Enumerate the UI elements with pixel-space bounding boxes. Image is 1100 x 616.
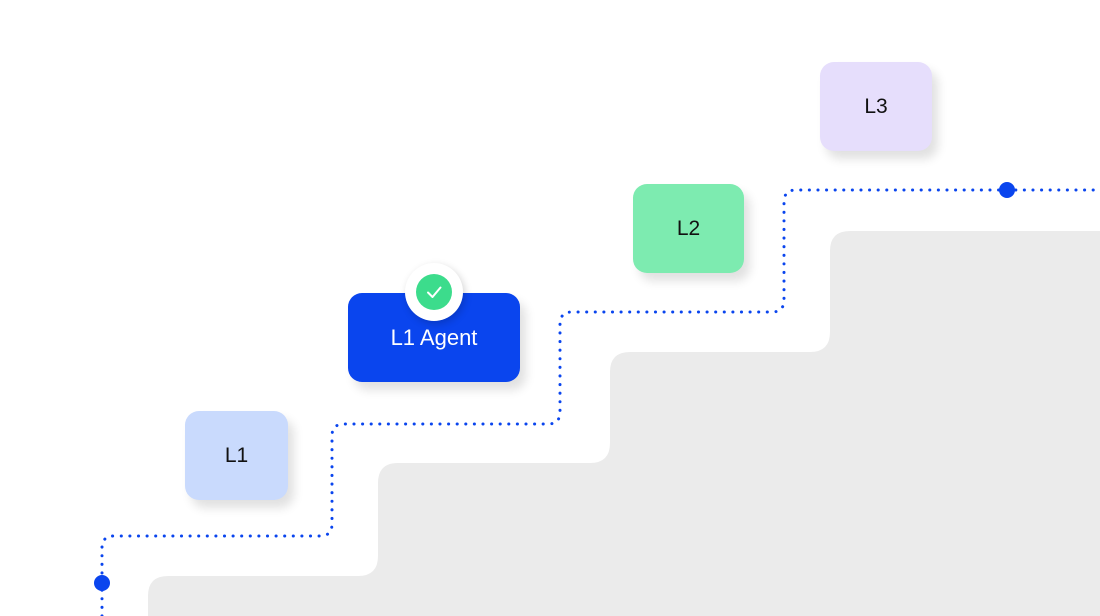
path-start-node: [94, 575, 110, 591]
level-l1-agent-label: L1 Agent: [390, 324, 478, 350]
level-l2-card[interactable]: L2: [633, 184, 744, 273]
level-l2-label: L2: [676, 216, 701, 240]
level-l1-card[interactable]: L1: [185, 411, 288, 500]
level-l3-label: L3: [864, 94, 888, 118]
path-end-node: [999, 182, 1015, 198]
dotted-progress-path: [100, 188, 1100, 616]
checkmark-icon: [416, 274, 452, 310]
checkmark-badge: [405, 263, 463, 321]
level-l3-card[interactable]: L3: [820, 62, 932, 151]
level-l1-label: L1: [224, 443, 249, 467]
gray-staircase: [148, 231, 1100, 616]
level-l1-agent-card[interactable]: L1 Agent: [348, 293, 520, 382]
